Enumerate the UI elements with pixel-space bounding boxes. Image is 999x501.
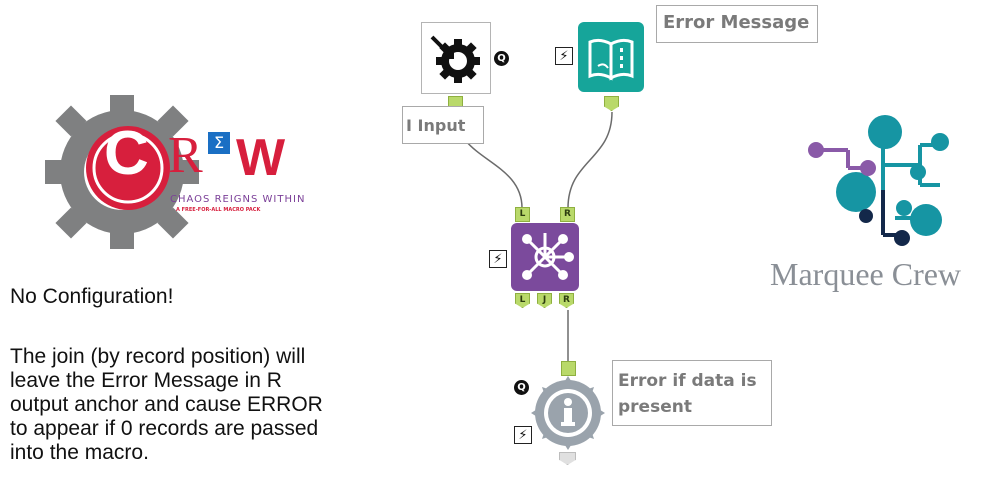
description-line: into the macro. xyxy=(10,441,149,464)
message-output-anchor[interactable] xyxy=(559,452,576,465)
marquee-logo-text: Marquee Crew xyxy=(770,256,962,292)
join-tool[interactable] xyxy=(511,223,579,291)
message-annotation: Error if data is present xyxy=(612,360,772,426)
join-output-anchor-l[interactable]: L xyxy=(515,293,530,308)
join-input-anchor-r[interactable]: R xyxy=(560,207,575,222)
message-tool[interactable] xyxy=(531,376,605,450)
info-icon xyxy=(531,376,605,450)
join-output-anchor-j[interactable]: J xyxy=(537,293,552,308)
crew-logo: C R Σ W CHAOS REIGNS WITHIN A FREE-FOR-A… xyxy=(40,90,310,250)
text-input-output-anchor[interactable] xyxy=(604,96,619,111)
input-question-badge: Q xyxy=(494,51,509,66)
crew-gear-icon xyxy=(45,95,199,249)
text-input-annotation: Error Message xyxy=(656,5,818,43)
join-output-anchor-r[interactable]: R xyxy=(559,293,574,308)
message-question-badge: Q xyxy=(514,380,529,395)
text-input-lightning-badge: ⚡ xyxy=(555,47,573,65)
crew-letter-sigma: Σ xyxy=(208,132,230,154)
input-annotation: I Input xyxy=(402,106,484,144)
join-lightning-badge: ⚡ xyxy=(489,250,507,268)
message-input-anchor[interactable] xyxy=(561,361,576,376)
description-body: The join (by record position) will leave… xyxy=(10,345,323,465)
crew-subtag: A FREE-FOR-ALL MACRO PACK xyxy=(176,207,261,213)
macro-input-tool[interactable] xyxy=(421,22,491,94)
macro-input-icon xyxy=(430,35,480,83)
text-input-book-icon xyxy=(588,38,634,81)
description: No Configuration! xyxy=(10,285,173,309)
marquee-logo: Marquee Crew xyxy=(770,110,995,300)
marquee-circuit-icon xyxy=(808,115,949,246)
description-line: to appear if 0 records are passed xyxy=(10,417,319,440)
join-hub-icon xyxy=(522,233,574,280)
description-line: leave the Error Message in R xyxy=(10,369,282,392)
join-input-anchor-l[interactable]: L xyxy=(515,207,530,222)
crew-tagline: CHAOS REIGNS WITHIN xyxy=(170,194,306,205)
message-lightning-badge: ⚡ xyxy=(514,426,532,444)
crew-letter-r: R xyxy=(168,127,203,184)
connector-text-to-join-r xyxy=(567,111,613,209)
crew-letter-c: C xyxy=(104,119,149,188)
description-line: output anchor and cause ERROR xyxy=(10,393,323,416)
text-input-tool[interactable] xyxy=(578,22,644,92)
description-heading: No Configuration! xyxy=(10,285,174,308)
description-line: The join (by record position) will xyxy=(10,345,306,368)
crew-letter-w: W xyxy=(236,129,286,187)
